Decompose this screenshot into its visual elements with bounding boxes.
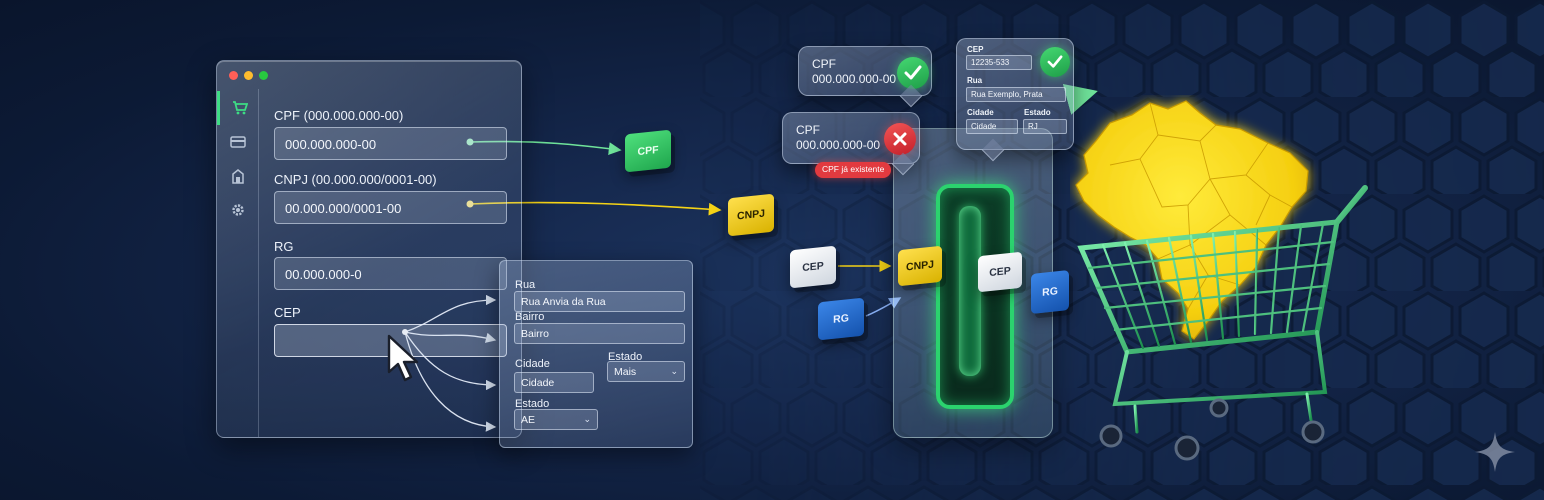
rg-input[interactable]: 00.000.000-0: [274, 257, 507, 290]
sidebar-item-settings[interactable]: [217, 193, 259, 227]
cep-device-cube: CEP: [978, 251, 1022, 293]
bubble-title: CPF: [812, 57, 836, 71]
cidade-input[interactable]: Cidade: [514, 372, 594, 393]
estado2-select[interactable]: AE ⌄: [514, 409, 598, 430]
cpf-error-bubble: CPF 000.000.000-00 CPF já existente: [782, 112, 920, 178]
sidebar-item-payment[interactable]: [217, 125, 259, 159]
minimize-dot[interactable]: [244, 71, 253, 80]
cnpj-input[interactable]: 00.000.000/0001-00: [274, 191, 507, 224]
cnpj-label: CNPJ (00.000.000/0001-00): [274, 172, 437, 187]
chevron-down-icon: ⌄: [583, 414, 591, 424]
estado-select-value: Mais: [614, 366, 637, 378]
cidade-label: Cidade: [515, 358, 550, 370]
estado-select[interactable]: Mais ⌄: [607, 361, 685, 382]
bubble-rua-label: Rua: [967, 76, 983, 85]
bairro-label: Bairro: [515, 311, 545, 323]
window-controls: [229, 71, 268, 80]
rg-cube: RG: [818, 297, 864, 341]
close-dot[interactable]: [229, 71, 238, 80]
validation-slot: [936, 184, 1014, 409]
cnpj-device-cube: CNPJ: [898, 245, 942, 287]
estado-label: Estado: [608, 351, 643, 363]
gear-icon: [232, 204, 244, 216]
sidebar: [217, 89, 259, 437]
rua-input[interactable]: Rua Anvia da Rua: [514, 291, 685, 312]
cpf-input[interactable]: 000.000.000-00: [274, 127, 507, 160]
address-panel: Rua Rua Anvia da Rua Bairro Bairro Cidad…: [499, 260, 693, 448]
shopping-cart-icon: [1077, 185, 1368, 461]
cpf-valid-bubble: CPF 000.000.000-00: [798, 46, 932, 108]
building-icon: [232, 169, 244, 184]
error-message: CPF já existente: [815, 162, 892, 178]
cnpj-cube: CNPJ: [728, 193, 774, 237]
mouse-pointer-icon: [387, 334, 419, 382]
address-valid-bubble: CEP 12235-533 Rua Rua Exemplo, Prata Cid…: [956, 38, 1074, 162]
rua-label: Rua: [515, 279, 536, 291]
bubble-title: CPF: [796, 123, 820, 137]
estado2-select-value: AE: [521, 414, 536, 426]
bairro-input[interactable]: Bairro: [514, 323, 685, 344]
sidebar-item-cart[interactable]: [217, 91, 259, 125]
bubble-rua-value: Rua Exemplo, Prata: [966, 87, 1066, 102]
cep-cube: CEP: [790, 245, 836, 289]
x-icon: [884, 123, 916, 155]
bubble-value: 000.000.000-00: [796, 138, 881, 152]
bubble-cep-label: CEP: [967, 45, 984, 54]
slot-glow: [959, 206, 981, 376]
check-icon: [1040, 47, 1070, 77]
sidebar-item-company[interactable]: [217, 159, 259, 193]
bubble-estado-value: RJ: [1023, 119, 1067, 134]
bubble-cep-value: 12235-533: [966, 55, 1032, 70]
chevron-down-icon: ⌄: [670, 366, 678, 376]
brazil-map: [1075, 100, 1309, 340]
estado2-label: Estado: [515, 398, 550, 410]
check-icon: [897, 57, 929, 89]
cep-label: CEP: [274, 305, 301, 320]
cpf-cube: CPF: [625, 129, 671, 173]
bubble-cidade-value: Cidade: [966, 119, 1018, 134]
bubble-cidade-label: Cidade: [967, 108, 994, 117]
credit-card-icon: [230, 136, 246, 148]
rg-label: RG: [274, 239, 294, 254]
cpf-label: CPF (000.000.000-00): [274, 108, 404, 123]
bubble-estado-label: Estado: [1024, 108, 1051, 117]
cart-icon: [232, 101, 248, 115]
maximize-dot[interactable]: [259, 71, 268, 80]
sparkle-icon: [1475, 432, 1515, 472]
form-window: CPF (000.000.000-00) 000.000.000-00 CNPJ…: [216, 60, 522, 438]
bubble-value: 000.000.000-00: [812, 72, 897, 86]
